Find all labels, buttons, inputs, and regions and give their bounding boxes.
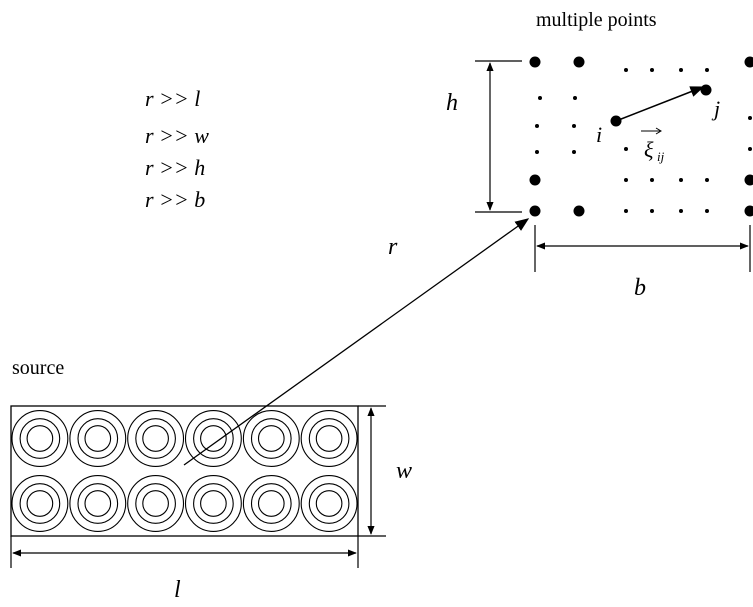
source-ring [84, 425, 112, 452]
source-ring [26, 425, 54, 452]
source-ring [200, 425, 227, 452]
source-circles [11, 410, 358, 532]
source-ring [142, 425, 169, 452]
height-label: h [446, 90, 458, 116]
source-ring [308, 483, 350, 524]
conditions-list: r >> l r >> w r >> h r >> b [145, 86, 209, 212]
source-ring [193, 483, 234, 524]
small-point [748, 116, 752, 120]
small-point [624, 209, 628, 213]
large-point [744, 174, 753, 186]
source-ring [77, 418, 119, 459]
source-box [10, 405, 359, 537]
height-dimension: h [446, 60, 522, 213]
small-point [705, 209, 709, 213]
points-grid [529, 56, 753, 217]
width-dimension: b [534, 225, 751, 301]
condition-3: r >> h [145, 155, 205, 180]
source-ring [19, 418, 61, 459]
source-ring [184, 475, 242, 532]
large-point [529, 205, 541, 217]
source-ring [135, 483, 176, 524]
distance-vector-r: r [183, 218, 530, 466]
small-point [705, 68, 709, 72]
small-point [650, 68, 654, 72]
small-point [748, 147, 752, 151]
source-ring [315, 490, 343, 517]
small-point [624, 68, 628, 72]
small-point [535, 124, 539, 128]
source-ring [300, 475, 358, 532]
vector-xi: i j ξ ij [596, 86, 720, 164]
small-point [538, 96, 542, 100]
source-ring [127, 475, 185, 532]
source-ring [300, 410, 358, 467]
source-title: source [12, 357, 64, 379]
small-point [572, 150, 576, 154]
source-ring [135, 418, 176, 459]
source-ring [315, 425, 343, 452]
small-point [650, 178, 654, 182]
large-point [744, 205, 753, 217]
xi-subscript: ij [657, 149, 665, 164]
small-point [535, 150, 539, 154]
source-ring [200, 490, 227, 517]
large-point [744, 56, 753, 68]
condition-2: r >> w [145, 123, 209, 148]
small-point [650, 209, 654, 213]
source-ring [84, 490, 112, 517]
source-ring [11, 410, 69, 467]
source-ring [26, 490, 54, 517]
source-ring [184, 410, 242, 467]
large-point [573, 205, 585, 217]
source-ring [242, 475, 300, 532]
source-ring [69, 475, 127, 532]
large-point [573, 56, 585, 68]
small-point [679, 178, 683, 182]
small-point [624, 178, 628, 182]
xi-symbol: ξ [644, 137, 654, 162]
source-ring [77, 483, 119, 524]
source-length-dimension: l [10, 536, 359, 603]
large-point [529, 174, 541, 186]
source-length-label: l [174, 577, 181, 603]
source-ring [69, 410, 127, 467]
multiple-points-title: multiple points [536, 9, 657, 31]
source-ring [193, 418, 234, 459]
source-width-label: w [396, 458, 412, 484]
source-ring [257, 490, 285, 517]
source-ring [19, 483, 61, 524]
small-point [679, 68, 683, 72]
large-point [700, 84, 712, 96]
point-j-label: j [711, 96, 720, 121]
large-point [529, 56, 541, 68]
distance-label: r [388, 234, 398, 260]
condition-1: r >> l [145, 86, 200, 111]
source-ring [308, 418, 350, 459]
source-ring [250, 418, 292, 459]
source-ring [11, 475, 69, 532]
small-point [573, 96, 577, 100]
source-ring [127, 410, 185, 467]
condition-4: r >> b [145, 187, 205, 212]
small-point [679, 209, 683, 213]
small-point [572, 124, 576, 128]
small-point [705, 178, 709, 182]
source-ring [250, 483, 292, 524]
source-ring [242, 410, 300, 467]
small-point [624, 147, 628, 151]
source-width-dimension: w [358, 405, 412, 537]
source-ring [142, 490, 169, 517]
point-i-label: i [596, 122, 602, 147]
source-ring [257, 425, 285, 452]
width-label: b [634, 275, 646, 301]
